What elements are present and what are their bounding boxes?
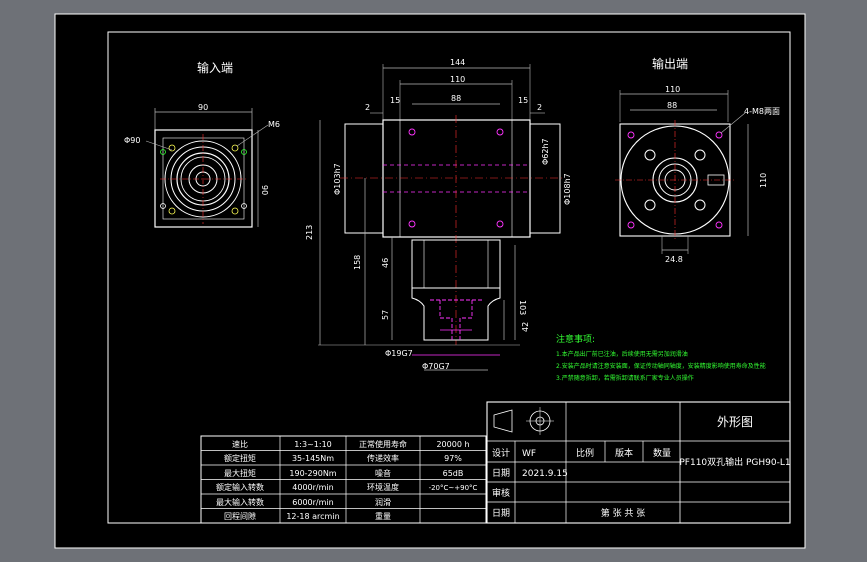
spec-cell: 12-18 arcmin [286, 512, 339, 521]
spec-table: 速比 1:3~1:10 正常使用寿命 20000 h 额定扭矩 35-145Nm… [200, 435, 487, 524]
title-block: 外形图 设计 WF 比例 版本 数量 日期 2021.9.15 PF110双孔输… [486, 401, 791, 524]
input-end-title: 输入端 [197, 60, 233, 75]
notes-line: 2.安装产品时请注意安装面，保证传动轴同轴度，安装精度影响使用寿命及性能 [556, 362, 766, 370]
output-dim-88: 88 [667, 101, 677, 110]
output-dim-24: 24.8 [665, 255, 683, 264]
input-bolt-hole [231, 207, 239, 215]
date-value: 2021.9.15 [522, 469, 568, 479]
review-label: 审核 [492, 487, 510, 499]
spec-cell: 6000r/min [292, 498, 333, 507]
spec-cell: 35-145Nm [292, 454, 334, 463]
notes-line: 3.严禁随意拆卸，若需拆卸请联系厂家专业人员操作 [556, 374, 694, 382]
sheet-count: 第 张 共 张 [601, 507, 646, 519]
scale-label: 比例 [576, 447, 594, 459]
spec-cell: 传递效率 [367, 453, 399, 463]
input-bolt-hole [168, 144, 176, 152]
output-end-view: 输出端 110 88 4-M8两面 110 24.8 [615, 56, 780, 264]
input-dim-bolt: M6 [268, 120, 280, 129]
input-dim-phi: Φ90 [124, 136, 140, 145]
notes-line: 1.本产品出厂前已注油，后续使用无需另加润滑油 [556, 350, 688, 358]
drawing-title: 外形图 [717, 415, 753, 429]
date-label: 日期 [492, 468, 510, 479]
input-bolt-hole [168, 207, 176, 215]
spec-cell: 润滑 [375, 497, 391, 507]
spec-cell: 65dB [443, 469, 464, 478]
design-value: WF [522, 449, 536, 459]
spec-cell: 回程间隙 [224, 511, 256, 521]
output-dim-side110: 110 [759, 173, 768, 188]
center-dim-15a: 15 [390, 96, 400, 105]
center-dim-phi108: Φ108h7 [563, 173, 572, 205]
input-dim-side: 90 [260, 185, 269, 195]
output-dim-110: 110 [665, 85, 680, 94]
center-dim-46: 46 [381, 258, 390, 268]
center-dim-213: 213 [305, 225, 314, 240]
output-end-title: 输出端 [652, 56, 688, 71]
input-neck [411, 239, 501, 289]
spec-cell: 噪音 [375, 468, 391, 478]
center-dim-103: 103 [518, 300, 527, 315]
output-bolt-hole [627, 131, 635, 139]
product-name: PF110双孔输出 PGH90-L1 [679, 456, 790, 468]
spec-cell: 1:3~1:10 [294, 440, 332, 449]
center-dim-phi70: Φ70G7 [422, 362, 450, 371]
spec-cell: 重量 [375, 511, 391, 521]
center-dim-phi62: Φ62h7 [541, 138, 550, 165]
center-dim-15b: 15 [518, 96, 528, 105]
center-dim-110: 110 [450, 75, 465, 84]
notes-block: 注意事项: 1.本产品出厂前已注油，后续使用无需另加润滑油 2.安装产品时请注意… [556, 333, 766, 382]
qty-label: 数量 [653, 447, 671, 459]
projection-symbol [493, 409, 513, 433]
center-dim-phi19: Φ19G7 [385, 349, 413, 358]
spec-cell: 最大输入转数 [216, 497, 264, 507]
input-end-view: 输入端 90 Φ90 M6 90 [124, 60, 280, 228]
center-dim-2a: 2 [365, 103, 370, 112]
center-dim-phi103: Φ103h7 [333, 163, 342, 195]
output-dim-holes: 4-M8两面 [744, 107, 780, 116]
spec-cell: -20°C~+90°C [429, 484, 478, 492]
center-dim-57: 57 [381, 310, 390, 320]
spec-cell: 额定输入转数 [216, 482, 264, 492]
spec-cell: 环境温度 [367, 482, 399, 492]
input-bolt-hole [231, 144, 239, 152]
spec-cell: 97% [444, 454, 462, 463]
output-bolt-hole [627, 221, 635, 229]
date2-label: 日期 [492, 508, 510, 519]
version-label: 版本 [615, 447, 633, 459]
output-bolt-hole [715, 221, 723, 229]
center-dim-144: 144 [450, 58, 465, 67]
spec-cell: 速比 [232, 439, 248, 449]
input-dim-top: 90 [198, 103, 208, 112]
notes-title: 注意事项: [556, 333, 595, 345]
spec-cell: 额定扭矩 [224, 453, 256, 463]
spec-cell: 20000 h [436, 440, 469, 449]
center-dim-88: 88 [451, 94, 461, 103]
center-dim-2b: 2 [537, 103, 542, 112]
spec-cell: 4000r/min [292, 483, 333, 492]
center-dim-42: 42 [521, 322, 530, 332]
spec-cell: 最大扭矩 [224, 468, 256, 478]
side-view: 144 110 88 15 15 2 2 Φ103h7 Φ62h7 Φ108h7 [305, 58, 572, 371]
design-label: 设计 [492, 447, 510, 459]
spec-cell: 正常使用寿命 [359, 439, 407, 449]
output-bolt-hole [715, 131, 723, 139]
input-flange [154, 129, 253, 228]
center-dim-158: 158 [353, 255, 362, 270]
spec-cell: 190-290Nm [289, 469, 336, 478]
